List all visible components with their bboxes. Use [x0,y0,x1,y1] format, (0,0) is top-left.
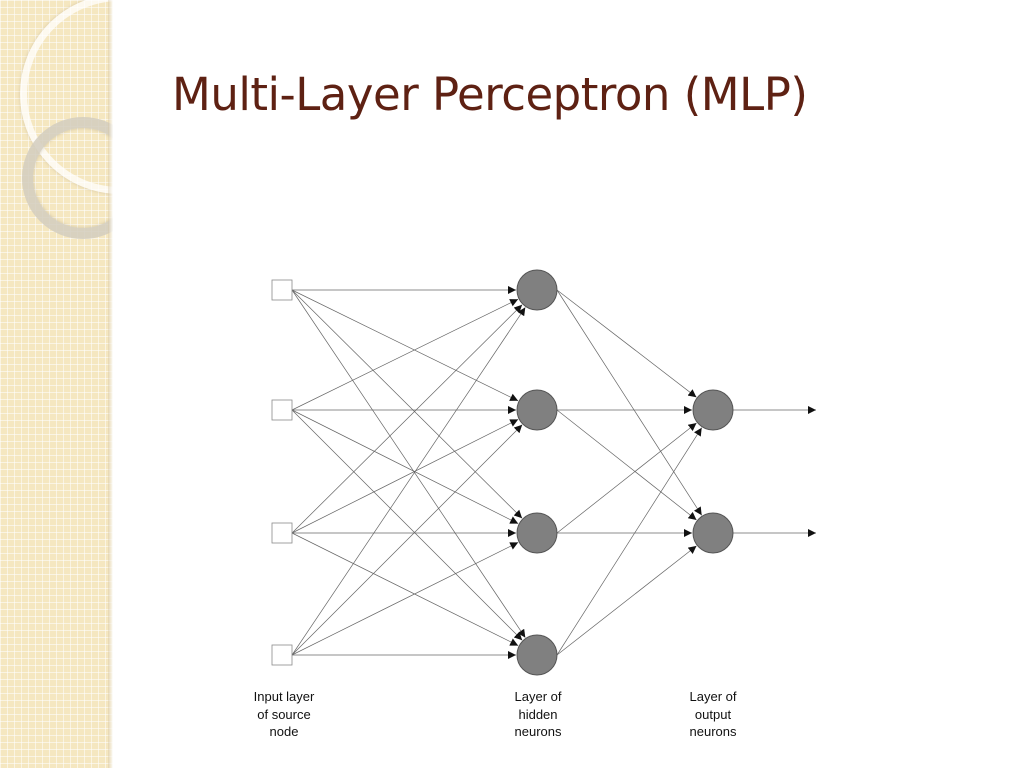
input-label-line-2: of source [257,706,311,722]
connection-hidden-1-to-output-2 [556,289,702,516]
input-node-4 [271,644,293,666]
hidden-node-2 [516,389,558,431]
connection-input-4-to-hidden-2 [291,424,523,656]
connection-input-2-to-hidden-4 [291,409,523,641]
input-node-3 [271,522,293,544]
hidden-node-4 [516,634,558,676]
decorative-ring-small [22,117,113,239]
output-node-2 [692,512,734,554]
connection-input-4-to-hidden-1 [291,307,526,656]
connection-input-1-to-hidden-4 [291,289,526,638]
output-label-line-2: output [694,706,732,722]
connection-input-3-to-hidden-4 [291,532,519,646]
connection-input-3-to-hidden-1 [291,304,523,534]
decorative-sidebar [0,0,113,768]
connection-input-2-to-hidden-3 [291,409,519,524]
connection-hidden-4-to-output-1 [556,427,702,656]
input-label-line-1: Input layer [253,689,315,704]
hidden-layer-label: Layer of hidden neurons [483,688,593,741]
hidden-node-1 [516,269,558,311]
output-label-line-1: Layer of [689,689,737,704]
hidden-label-line-1: Layer of [514,689,562,704]
connection-input-4-to-hidden-3 [291,542,519,656]
input-label-line-3: node [269,724,299,739]
connection-hidden-1-to-output-1 [556,289,697,398]
input-node-1 [271,279,293,301]
output-node-1 [692,389,734,431]
connection-input-1-to-hidden-2 [291,289,519,402]
hidden-label-line-2: hidden [518,706,558,722]
output-label-line-3: neurons [689,724,737,739]
sidebar-edge [108,0,113,768]
connection-input-3-to-hidden-2 [291,419,519,534]
input-layer-label: Input layer of source node [229,688,339,741]
hidden-node-3 [516,512,558,554]
connection-input-2-to-hidden-1 [291,298,519,411]
connection-hidden-4-to-output-2 [556,545,697,656]
input-node-2 [271,399,293,421]
connection-input-1-to-hidden-3 [291,289,523,519]
output-layer-label: Layer of output neurons [658,688,768,741]
connections-group [291,286,816,659]
hidden-label-line-3: neurons [514,724,562,739]
slide-title: Multi-Layer Perceptron (MLP) [172,68,808,121]
connection-hidden-3-to-output-1 [556,422,697,534]
nodes-group [271,269,734,676]
connection-hidden-2-to-output-2 [556,409,697,521]
